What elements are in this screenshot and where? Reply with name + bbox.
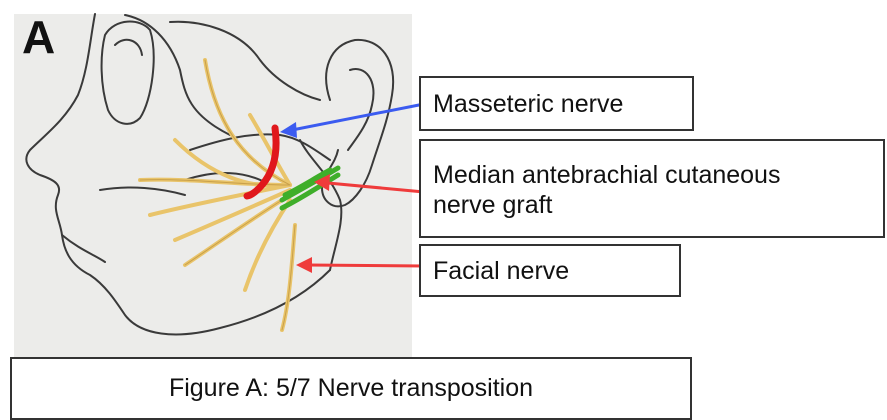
label-facial-nerve: Facial nerve bbox=[419, 244, 681, 297]
label-median-text: Median antebrachial cutaneous nerve graf… bbox=[433, 160, 780, 220]
label-median-line1: Median antebrachial cutaneous bbox=[433, 160, 780, 190]
eye-inner bbox=[115, 40, 142, 55]
arrow-masseteric bbox=[280, 104, 424, 138]
facial-nerve-branches bbox=[140, 60, 295, 330]
arrow-facial bbox=[296, 257, 424, 273]
eye-outline bbox=[102, 22, 154, 124]
label-median-graft: Median antebrachial cutaneous nerve graf… bbox=[419, 139, 885, 238]
temple-line bbox=[170, 22, 320, 100]
label-facial-text: Facial nerve bbox=[433, 256, 569, 286]
panel-letter: A bbox=[22, 14, 55, 60]
jaw-line bbox=[62, 235, 105, 262]
label-masseteric-nerve: Masseteric nerve bbox=[419, 76, 694, 131]
ear-inner bbox=[348, 69, 373, 150]
caption-text: Figure A: 5/7 Nerve transposition bbox=[169, 374, 533, 403]
label-masseteric-text: Masseteric nerve bbox=[433, 89, 623, 119]
lower-face-line bbox=[100, 188, 185, 195]
label-median-line2: nerve graft bbox=[433, 190, 780, 220]
figure-caption: Figure A: 5/7 Nerve transposition bbox=[10, 357, 692, 420]
nerve-graft bbox=[282, 168, 338, 208]
zygoma-line bbox=[190, 134, 330, 160]
